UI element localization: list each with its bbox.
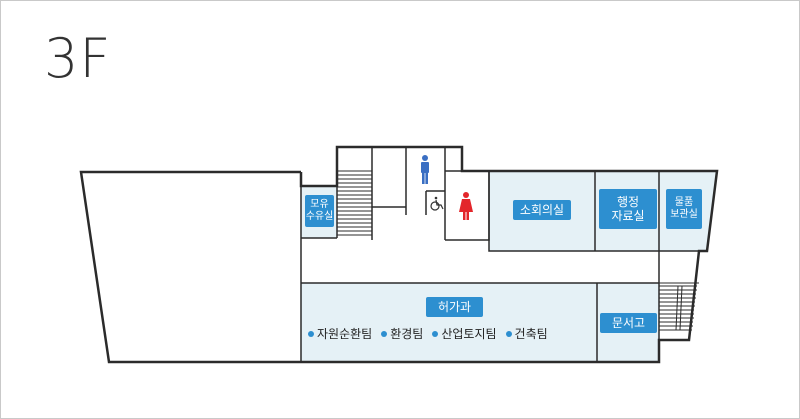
- female-restroom-icon: [459, 192, 473, 220]
- floor-title: 3F: [44, 27, 112, 90]
- room-permit-division[interactable]: 허가과: [426, 297, 483, 317]
- team-label: 자원순환팀: [317, 327, 373, 341]
- room-nursing-room[interactable]: 모유 수유실: [305, 195, 334, 227]
- left-wing-wall: [79, 170, 301, 364]
- team-label: 산업토지팀: [441, 327, 497, 341]
- wheelchair-icon: [430, 196, 444, 211]
- room-supply-storage[interactable]: 물품 보관실: [666, 189, 702, 229]
- team-item: 자원순환팀: [308, 325, 372, 342]
- team-list: 자원순환팀 환경팀 산업토지팀 건축팀: [308, 325, 548, 342]
- team-label: 환경팀: [390, 327, 424, 341]
- bullet-icon: [432, 330, 439, 337]
- room-document-storage[interactable]: 문서고: [600, 313, 657, 333]
- bullet-icon: [381, 330, 388, 337]
- room-admin-archive[interactable]: 행정 자료실: [599, 189, 657, 229]
- bullet-icon: [308, 330, 314, 337]
- team-label: 건축팀: [514, 327, 548, 341]
- outer-wall-top: [299, 145, 719, 364]
- stairs-left: [337, 170, 372, 236]
- team-item: 건축팀: [505, 325, 548, 342]
- permit-division-area: [301, 283, 597, 361]
- team-item: 환경팀: [381, 325, 423, 342]
- stairs-right: [659, 285, 697, 331]
- bullet-icon: [505, 330, 512, 337]
- room-small-meeting-room[interactable]: 소회의실: [513, 200, 571, 220]
- team-item: 산업토지팀: [432, 325, 497, 342]
- male-restroom-icon: [421, 155, 429, 184]
